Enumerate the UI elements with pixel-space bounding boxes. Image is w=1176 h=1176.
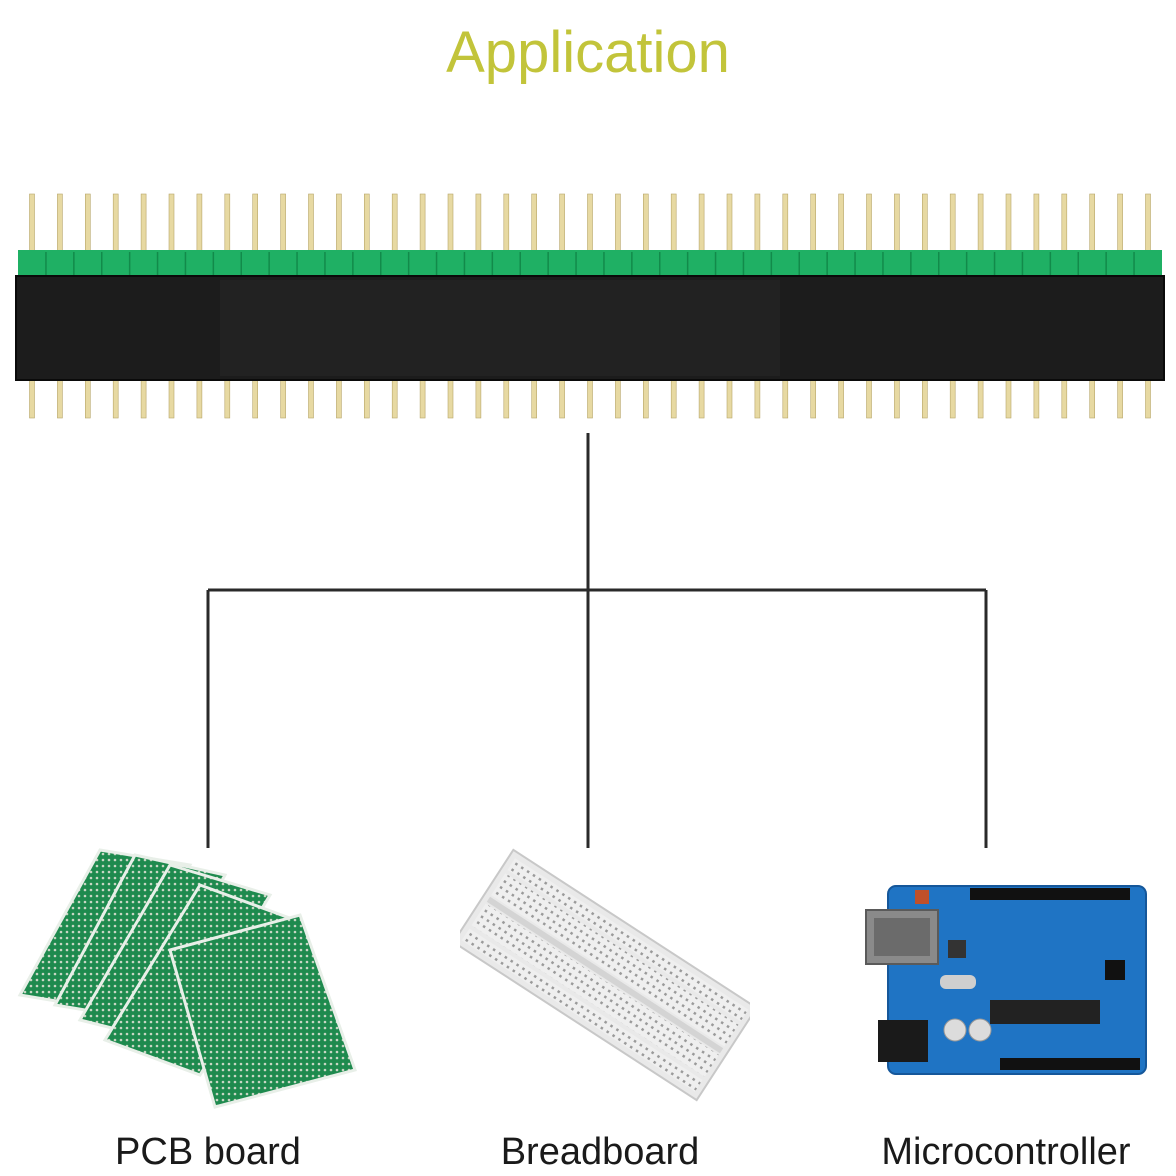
pin-top xyxy=(642,193,649,255)
pin-top xyxy=(559,193,565,255)
pin-bottom xyxy=(224,379,231,419)
pin-bottom xyxy=(336,379,342,419)
pin-top xyxy=(531,193,538,255)
pin-top xyxy=(308,193,314,255)
pin-top xyxy=(224,193,231,255)
product-label-pcb: PCB board xyxy=(115,1131,301,1173)
pin-header-icon xyxy=(15,193,1165,419)
pin-top xyxy=(782,193,789,255)
pin-top xyxy=(1061,193,1068,255)
pins-top xyxy=(29,193,1151,255)
pin-top xyxy=(280,193,286,255)
pin-top xyxy=(391,193,398,255)
pin-bottom xyxy=(85,379,91,419)
pin-bottom xyxy=(196,379,203,419)
pin-bottom xyxy=(308,379,314,419)
pin-top xyxy=(447,193,454,255)
pin-top xyxy=(1089,193,1095,255)
pin-bottom xyxy=(1145,379,1151,419)
pin-bottom xyxy=(419,379,426,419)
pin-bottom xyxy=(1061,379,1068,419)
pin-top xyxy=(475,193,482,255)
pin-bottom xyxy=(1033,379,1040,419)
pin-bottom xyxy=(587,379,593,419)
breadboard-icon xyxy=(460,848,750,1102)
pin-bottom xyxy=(866,379,872,419)
pin-top xyxy=(726,193,733,255)
pin-bottom xyxy=(57,379,63,419)
pin-top xyxy=(866,193,872,255)
pin-bottom xyxy=(949,379,956,419)
pin-top xyxy=(85,193,91,255)
insulator-ridges xyxy=(45,252,1135,275)
pin-top xyxy=(670,193,677,255)
pin-bottom xyxy=(559,379,565,419)
pin-bottom xyxy=(503,379,510,419)
pin-bottom xyxy=(810,379,817,419)
pin-bottom xyxy=(615,379,621,419)
pin-top xyxy=(363,193,370,255)
pin-top xyxy=(949,193,956,255)
pin-top xyxy=(57,193,63,255)
pin-bottom xyxy=(1117,379,1123,419)
pin-bottom xyxy=(670,379,677,419)
pin-top xyxy=(196,193,203,255)
pin-top xyxy=(810,193,817,255)
pin-top xyxy=(112,193,119,255)
pin-top xyxy=(698,193,705,255)
pin-bottom xyxy=(140,379,147,419)
pin-bottom xyxy=(754,379,761,419)
pin-top xyxy=(168,193,175,255)
header-body-shade xyxy=(220,280,780,376)
pin-top xyxy=(1033,193,1040,255)
pin-bottom xyxy=(838,379,844,419)
pin-top xyxy=(838,193,844,255)
pin-top xyxy=(336,193,342,255)
pin-bottom xyxy=(1005,379,1012,419)
pin-top xyxy=(587,193,593,255)
pin-bottom xyxy=(475,379,482,419)
pin-top xyxy=(29,193,35,255)
pin-bottom xyxy=(1089,379,1095,419)
pcb-board-icon xyxy=(17,848,357,1109)
pin-top xyxy=(1145,193,1151,255)
pin-bottom xyxy=(642,379,649,419)
pin-top xyxy=(252,193,258,255)
product-label-microcontroller: Microcontroller xyxy=(881,1131,1131,1173)
pin-bottom xyxy=(977,379,984,419)
pin-bottom xyxy=(921,379,928,419)
pin-top xyxy=(754,193,761,255)
pin-top xyxy=(503,193,510,255)
pin-top xyxy=(1117,193,1123,255)
product-label-breadboard: Breadboard xyxy=(500,1131,700,1173)
pin-top xyxy=(140,193,147,255)
pin-bottom xyxy=(726,379,733,419)
pin-top xyxy=(921,193,928,255)
pins-bottom xyxy=(29,379,1151,419)
green-insulator xyxy=(18,250,1162,276)
pin-bottom xyxy=(29,379,35,419)
pin-top xyxy=(894,193,900,255)
pin-bottom xyxy=(531,379,538,419)
pin-bottom xyxy=(168,379,175,419)
pin-bottom xyxy=(363,379,370,419)
pin-top xyxy=(615,193,621,255)
pin-bottom xyxy=(112,379,119,419)
pin-bottom xyxy=(782,379,789,419)
pin-top xyxy=(419,193,426,255)
pin-bottom xyxy=(391,379,398,419)
pin-top xyxy=(977,193,984,255)
page-title: Application xyxy=(446,20,730,85)
pin-bottom xyxy=(894,379,900,419)
pin-bottom xyxy=(280,379,286,419)
pin-top xyxy=(1005,193,1012,255)
pin-bottom xyxy=(252,379,258,419)
microcontroller-board-icon xyxy=(865,885,1147,1075)
pin-bottom xyxy=(447,379,454,419)
pin-bottom xyxy=(698,379,705,419)
